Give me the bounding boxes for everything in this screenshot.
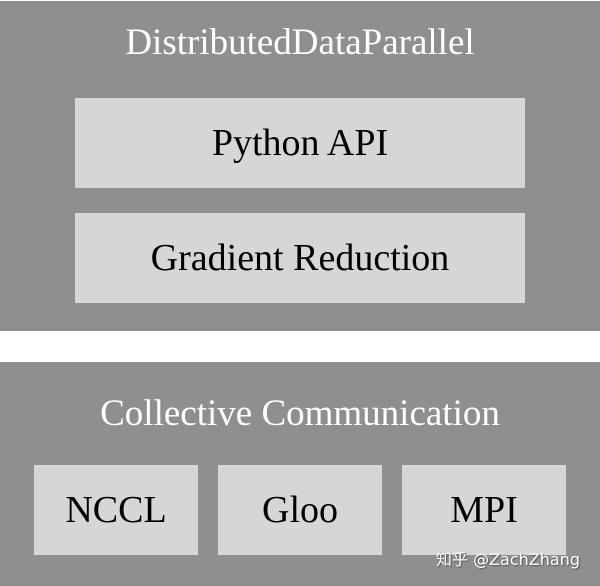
python-api-box: Python API (75, 98, 525, 188)
collective-communication-title: Collective Communication (100, 393, 500, 434)
watermark: 知乎 @ZachZhang (436, 550, 580, 569)
ddp-panel: DistributedDataParallel Python API Gradi… (0, 1, 600, 331)
nccl-box: NCCL (34, 465, 198, 555)
ddp-title: DistributedDataParallel (125, 22, 475, 63)
gradient-reduction-box: Gradient Reduction (75, 213, 525, 303)
collective-communication-panel: Collective Communication NCCL Gloo MPI (0, 362, 600, 586)
gloo-box: Gloo (218, 465, 382, 555)
mpi-box: MPI (402, 465, 566, 555)
